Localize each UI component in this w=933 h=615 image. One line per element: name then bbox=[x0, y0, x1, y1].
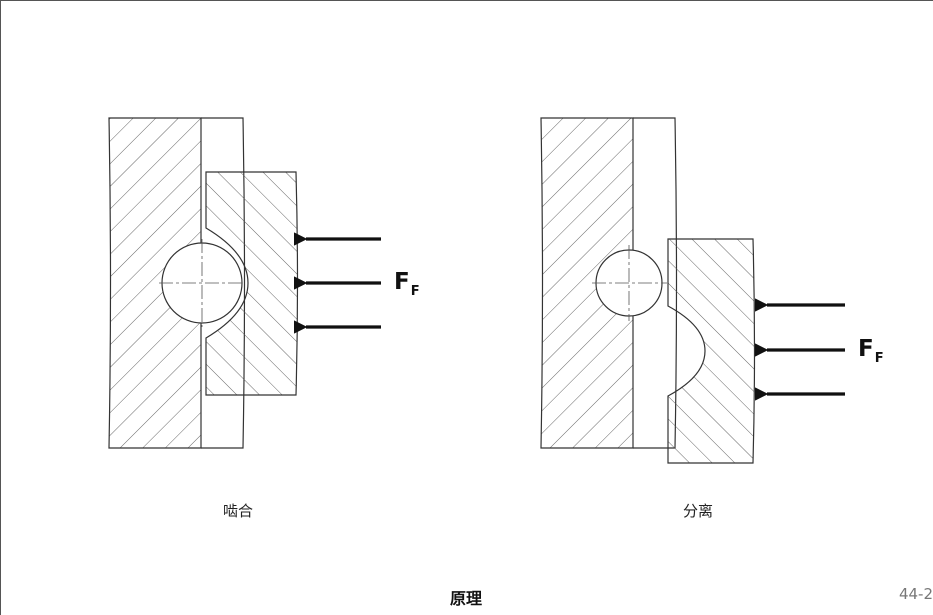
force-symbol: F bbox=[394, 269, 410, 295]
caption-separated: 分离 bbox=[682, 502, 714, 520]
force-subscript: F bbox=[874, 351, 884, 366]
figure-number: 44-2 bbox=[898, 585, 933, 603]
force-symbol: F bbox=[858, 336, 874, 362]
engaged-shaft-outline bbox=[201, 117, 246, 449]
force-label-engaged: FF bbox=[394, 269, 420, 299]
figure-title: 原理 bbox=[449, 589, 483, 608]
force-label-separated: FF bbox=[858, 336, 884, 366]
engaged-sliding-sleeve bbox=[205, 171, 299, 396]
engaged-ball-centerlines bbox=[159, 239, 245, 327]
separated-diagram bbox=[540, 117, 845, 464]
engaged-housing bbox=[108, 117, 202, 449]
separated-sliding-sleeve bbox=[667, 238, 756, 464]
force-subscript: F bbox=[410, 284, 420, 299]
separated-housing bbox=[540, 117, 634, 449]
engaged-diagram bbox=[108, 117, 381, 449]
caption-engaged: 啮合 bbox=[222, 502, 254, 520]
separated-ball-centerlines bbox=[592, 245, 667, 321]
